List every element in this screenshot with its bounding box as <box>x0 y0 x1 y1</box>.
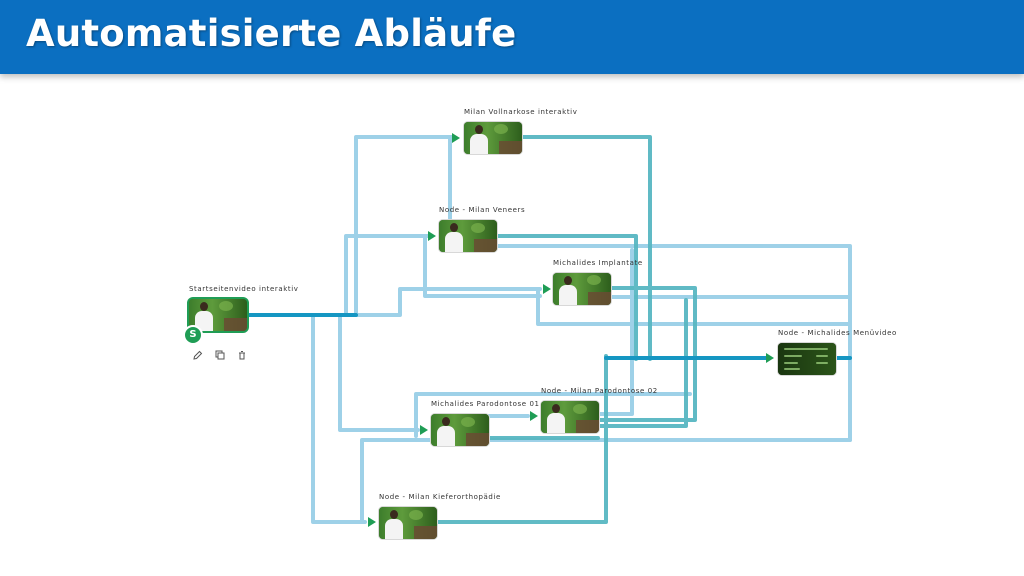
connection-lines-strong <box>246 313 852 360</box>
node-toolbar <box>193 345 247 360</box>
video-thumbnail[interactable] <box>553 273 611 305</box>
node-label: Startseitenvideo interaktiv <box>189 285 299 293</box>
node-label: Node - Milan Veneers <box>439 206 526 214</box>
start-badge: S <box>183 325 203 345</box>
video-thumbnail[interactable] <box>431 414 489 446</box>
video-thumbnail[interactable] <box>778 343 836 375</box>
arrow-icon <box>530 411 538 421</box>
connection-lines-light <box>246 135 852 524</box>
node-label: Node - Michalides Menüvideo <box>778 329 897 337</box>
video-thumbnail[interactable] <box>189 299 247 331</box>
connection-lines-teal <box>435 135 697 524</box>
arrow-icon <box>368 517 376 527</box>
arrow-icon <box>452 133 460 143</box>
arrow-icon <box>766 353 774 363</box>
wire-paro02-to-menu <box>596 298 688 428</box>
wire-implantate-loop <box>536 288 852 326</box>
slide-title: Automatisierte Abläufe <box>26 12 517 55</box>
wire-kiefer-to-menu <box>435 354 608 524</box>
node-label: Michalides Implantate <box>553 259 643 267</box>
node-label: Michalides Parodontose 01 <box>431 400 540 408</box>
wire-start-to-kiefer <box>246 313 367 524</box>
wire-implantate-to-menu <box>598 286 697 422</box>
duplicate-icon[interactable] <box>215 345 225 360</box>
wire-kiefer-loop <box>360 438 852 524</box>
trash-icon[interactable] <box>237 345 247 360</box>
wire-paro02-right <box>596 248 634 416</box>
wire-veneers-to-implantate <box>423 234 542 298</box>
node-label: Milan Vollnarkose interaktiv <box>464 108 578 116</box>
wire-vollnarkose-to-menu <box>520 135 652 361</box>
video-thumbnail[interactable] <box>439 220 497 252</box>
video-thumbnail[interactable] <box>464 122 522 154</box>
arrow-icon <box>543 284 551 294</box>
slide-header: Automatisierte Abläufe <box>0 0 1024 74</box>
video-thumbnail[interactable] <box>541 401 599 433</box>
wire-veneers-to-menu <box>495 234 638 361</box>
wire-start-to-parodontose01 <box>246 313 420 432</box>
arrow-icon <box>420 425 428 435</box>
wire-paro01-loop <box>414 392 692 438</box>
edit-icon[interactable] <box>193 345 203 360</box>
node-label: Node - Milan Parodontose 02 <box>541 387 658 395</box>
video-thumbnail[interactable] <box>379 507 437 539</box>
wire-paro01-to-paro02 <box>486 414 530 432</box>
arrow-icon <box>428 231 436 241</box>
node-label: Node - Milan Kieferorthopädie <box>379 493 501 501</box>
